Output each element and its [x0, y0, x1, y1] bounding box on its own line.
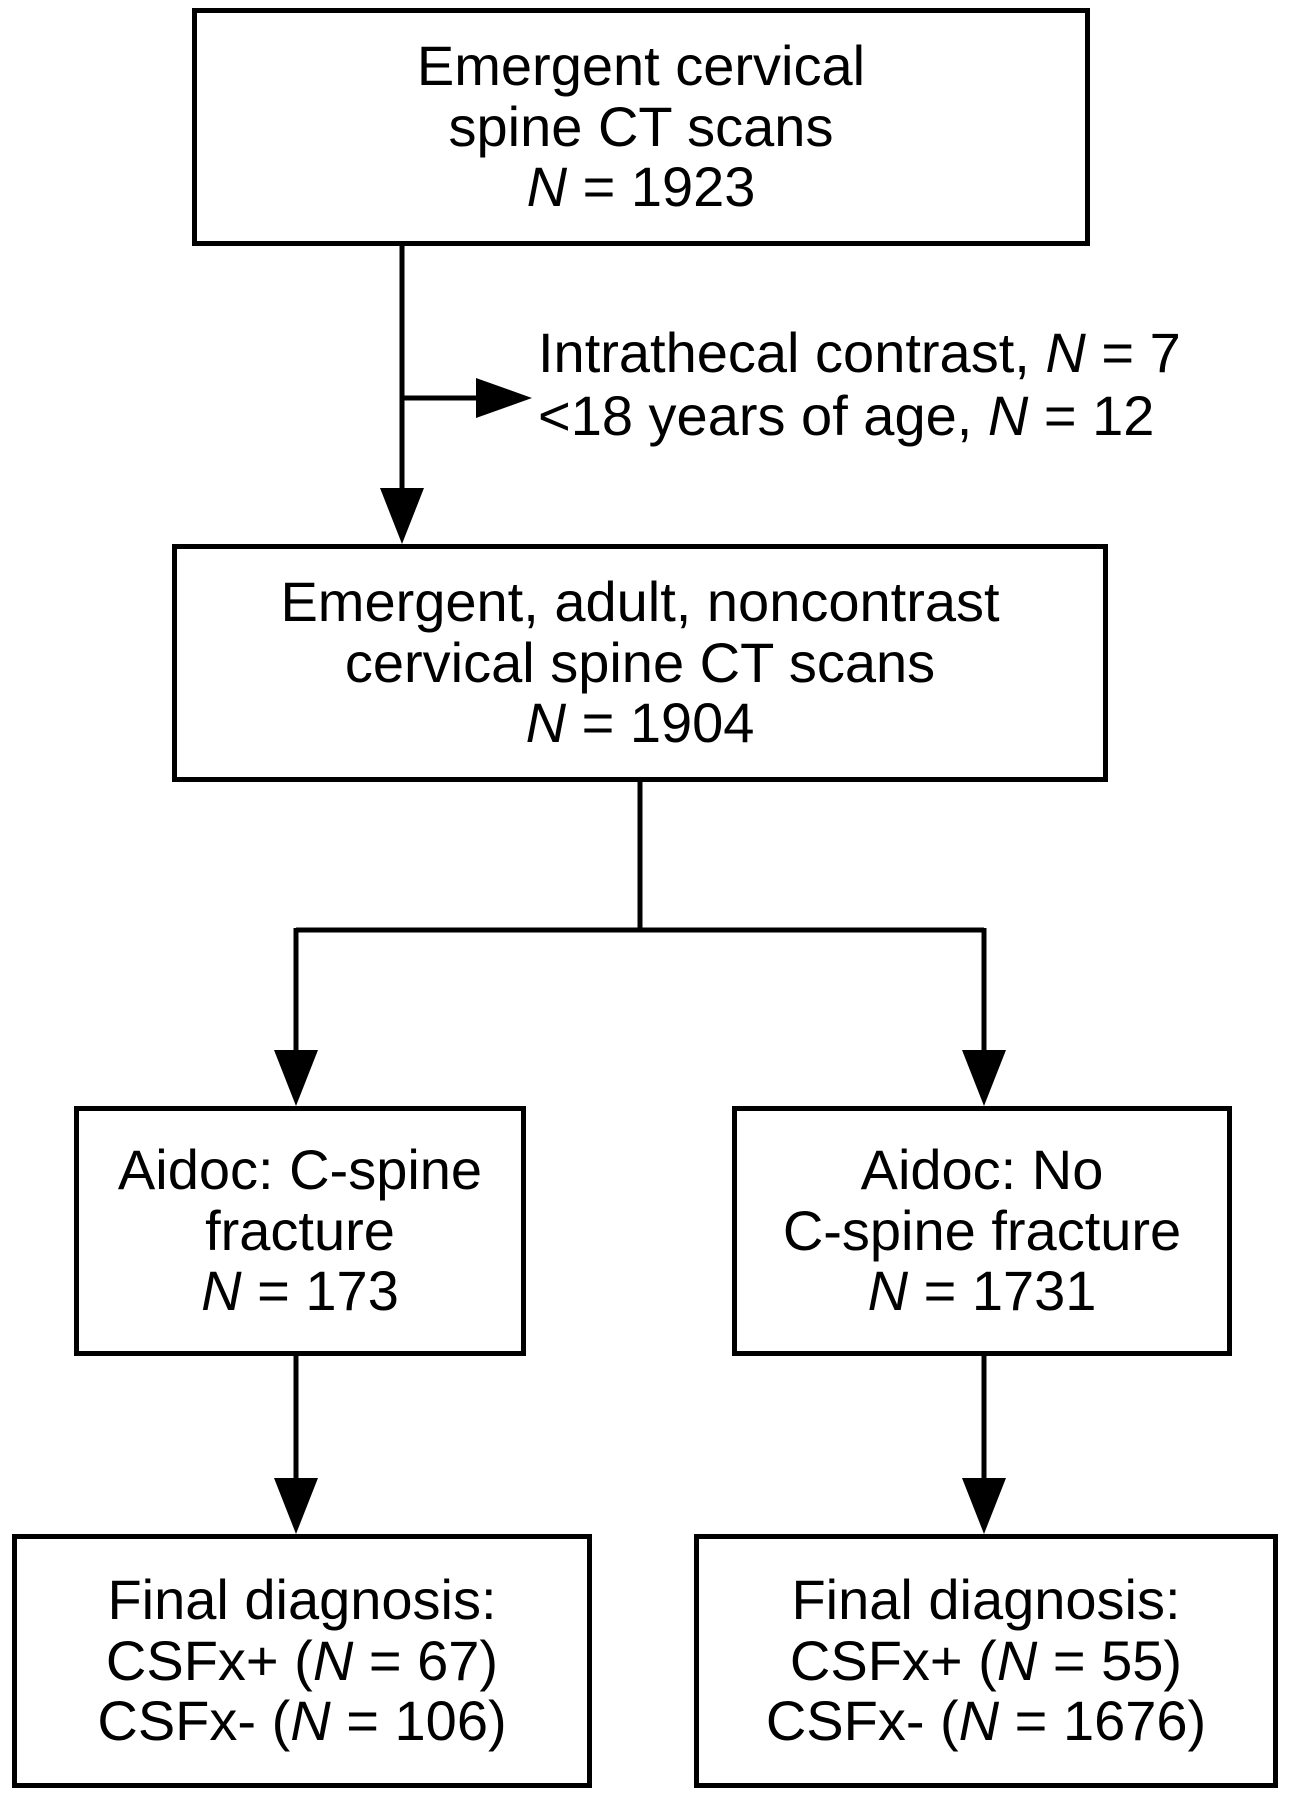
negative-label: CSFx- (: [765, 1689, 959, 1753]
box-initial-count: N = 1923: [526, 155, 756, 219]
arrowhead-top-to-middle: [380, 488, 424, 544]
count-value: = 1731: [908, 1259, 1097, 1323]
box-aidoc-fracture-count: N = 173: [201, 1259, 399, 1323]
count-value: = 7: [1085, 321, 1181, 384]
box-initial-line2: spine CT scans: [448, 94, 834, 158]
arrowhead-right-to-final: [962, 1478, 1006, 1534]
arrowhead-split-left: [274, 1050, 318, 1106]
arrowhead-split-right: [962, 1050, 1006, 1106]
box-initial-scans: Emergent cervical spine CT scans N = 192…: [192, 8, 1090, 246]
box-aidoc-no-fracture: Aidoc: No C-spine fracture N = 1731: [732, 1106, 1232, 1356]
box-final-right-line1: Final diagnosis:: [791, 1568, 1181, 1632]
box-final-left: Final diagnosis: CSFx+ (N = 67) CSFx- (N…: [12, 1534, 592, 1788]
count-value: = 1904: [566, 691, 755, 755]
negative-label: CSFx- (: [97, 1689, 291, 1753]
box-eligible-line1: Emergent, adult, noncontrast: [280, 570, 1000, 634]
n-symbol: N: [996, 1628, 1038, 1692]
positive-label: CSFx+ (: [789, 1628, 997, 1692]
n-symbol: N: [987, 383, 1029, 447]
box-final-right-negative: CSFx- (N = 1676): [765, 1689, 1207, 1753]
box-aidoc-no-fracture-count: N = 1731: [867, 1259, 1097, 1323]
exclusion-line2: <18 years of age, N = 12: [538, 383, 1181, 448]
box-initial-line1: Emergent cervical: [416, 34, 866, 98]
box-eligible-line2: cervical spine CT scans: [344, 630, 936, 694]
count-value: = 55): [1037, 1628, 1183, 1692]
n-symbol: N: [958, 1689, 1000, 1753]
n-symbol: N: [525, 691, 567, 755]
box-eligible-count: N = 1904: [525, 691, 755, 755]
n-symbol: N: [201, 1259, 242, 1323]
n-symbol: N: [312, 1628, 354, 1692]
arrowhead-left-to-final: [274, 1478, 318, 1534]
box-final-left-line1: Final diagnosis:: [107, 1568, 497, 1632]
box-aidoc-fracture: Aidoc: C-spine fracture N = 173: [74, 1106, 526, 1356]
box-eligible-scans: Emergent, adult, noncontrast cervical sp…: [172, 544, 1108, 782]
count-value: = 106): [330, 1689, 507, 1753]
box-final-right: Final diagnosis: CSFx+ (N = 55) CSFx- (N…: [694, 1534, 1278, 1788]
count-value: = 67): [353, 1628, 499, 1692]
exclusion-age-text: <18 years of age,: [538, 383, 988, 447]
count-value: = 12: [1028, 383, 1155, 447]
box-final-right-positive: CSFx+ (N = 55): [789, 1628, 1183, 1692]
n-symbol: N: [1045, 321, 1086, 384]
n-symbol: N: [290, 1689, 331, 1753]
exclusion-intrathecal-text: Intrathecal contrast,: [538, 321, 1046, 384]
box-aidoc-fracture-line2: fracture: [205, 1198, 395, 1262]
n-symbol: N: [526, 155, 568, 219]
exclusion-note: Intrathecal contrast, N = 7 <18 years of…: [538, 321, 1181, 448]
n-symbol: N: [867, 1259, 909, 1323]
arrowhead-exclusion: [476, 378, 532, 418]
box-aidoc-fracture-line1: Aidoc: C-spine: [117, 1138, 483, 1202]
box-final-left-negative: CSFx- (N = 106): [97, 1689, 507, 1753]
exclusion-line1: Intrathecal contrast, N = 7: [538, 321, 1181, 385]
count-value: = 173: [241, 1259, 399, 1323]
count-value: = 1923: [567, 155, 756, 219]
box-aidoc-no-fracture-line2: C-spine fracture: [782, 1198, 1182, 1262]
box-aidoc-no-fracture-line1: Aidoc: No: [860, 1138, 1104, 1202]
box-final-left-positive: CSFx+ (N = 67): [105, 1628, 499, 1692]
count-value: = 1676): [999, 1689, 1207, 1753]
positive-label: CSFx+ (: [105, 1628, 313, 1692]
